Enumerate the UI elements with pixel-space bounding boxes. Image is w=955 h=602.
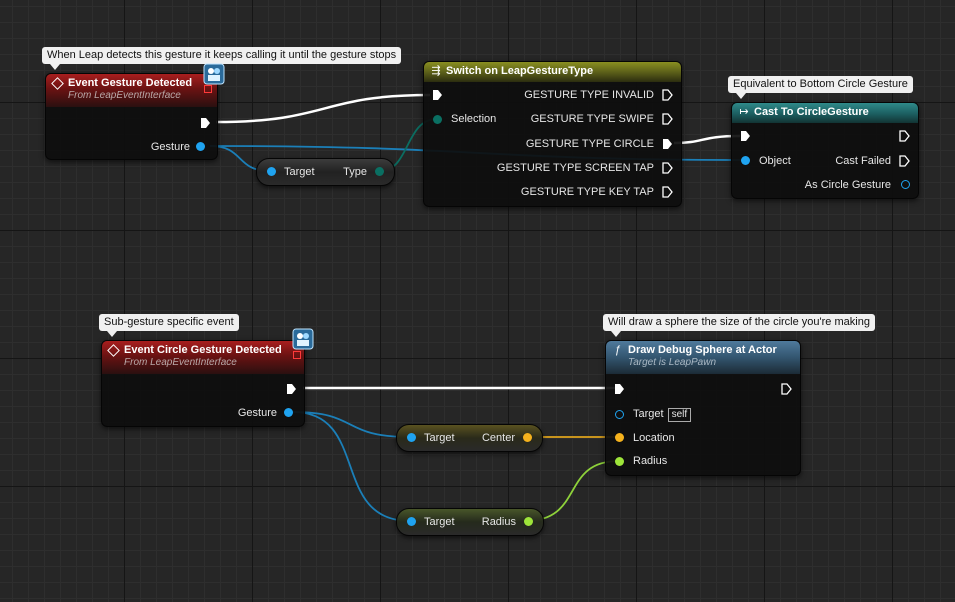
leap-interface-icon (203, 63, 225, 85)
node-subtitle: From LeapEventInterface (124, 357, 237, 368)
exec-out-pin[interactable] (662, 162, 673, 174)
exec-out-pin[interactable] (662, 89, 673, 101)
output-swipe-label: GESTURE TYPE SWIPE (530, 113, 654, 125)
node-subtitle: Target is LeapPawn (628, 357, 717, 368)
cast-arrow-icon: ↦ (739, 106, 749, 118)
exec-out-pin[interactable] (899, 155, 910, 167)
as-circle-gesture-pin-label: As Circle Gesture (804, 179, 891, 191)
target-in-pin[interactable] (407, 433, 416, 442)
object-in-pin[interactable] (741, 156, 750, 165)
target-pin-label: Target (284, 166, 315, 178)
exec-in-pin[interactable] (614, 383, 625, 395)
exec-out-pin[interactable] (200, 117, 211, 129)
node-header: ↦ Cast To CircleGesture (732, 103, 918, 123)
radius-in-pin[interactable] (615, 457, 624, 466)
node-title: Event Circle Gesture Detected (124, 344, 282, 356)
exec-out-pin[interactable] (662, 186, 673, 198)
node-header: ⇶ Switch on LeapGestureType (424, 62, 681, 82)
get-center-node[interactable]: Target Center (396, 424, 543, 452)
object-wire (292, 411, 411, 438)
selection-in-pin[interactable] (433, 115, 442, 124)
exec-in-pin[interactable] (740, 130, 751, 142)
exec-out-pin[interactable] (286, 383, 297, 395)
event-circle-gesture-detected-node[interactable]: Event Circle Gesture Detected From LeapE… (101, 340, 305, 427)
node-title: Event Gesture Detected (68, 77, 193, 89)
location-pin-label: Location (633, 432, 675, 444)
gesture-out-pin[interactable] (196, 142, 205, 151)
replication-icon (293, 351, 301, 359)
radius-pin-label: Radius (633, 455, 668, 467)
node-title: Cast To CircleGesture (754, 106, 869, 118)
get-type-node[interactable]: Target Type (256, 158, 395, 186)
node-subtitle: From LeapEventInterface (68, 90, 181, 101)
target-in-pin[interactable] (407, 517, 416, 526)
output-circle-label: GESTURE TYPE CIRCLE (525, 138, 654, 150)
target-in-pin[interactable] (267, 167, 276, 176)
function-icon: ƒ (614, 344, 622, 356)
cast-to-circle-gesture-node[interactable]: ↦ Cast To CircleGesture Object Cast Fail… (731, 102, 919, 199)
node-header: ƒ Draw Debug Sphere at Actor Target is L… (606, 341, 800, 374)
comment-draw-sphere: Will draw a sphere the size of the circl… (603, 314, 875, 337)
switch-icon: ⇶ (431, 65, 441, 77)
gesture-pin-label: Gesture (150, 141, 190, 153)
event-diamond-icon (107, 344, 120, 357)
exec-out-pin[interactable] (781, 383, 792, 395)
comment-text: Equivalent to Bottom Circle Gesture (733, 78, 908, 90)
type-out-pin[interactable] (375, 167, 384, 176)
location-in-pin[interactable] (615, 433, 624, 442)
selection-pin-label: Selection (451, 113, 497, 125)
target-pin-label: Target (424, 516, 455, 528)
exec-out-pin[interactable] (662, 138, 673, 150)
object-wire (292, 411, 411, 522)
replication-icon (204, 85, 212, 93)
exec-out-pin[interactable] (662, 113, 673, 125)
switch-node[interactable]: ⇶ Switch on LeapGestureType Selection GE… (423, 61, 682, 207)
gesture-out-pin[interactable] (284, 408, 293, 417)
comment-text: When Leap detects this gesture it keeps … (47, 49, 397, 61)
target-pin-label: Target (424, 432, 455, 444)
comment-cast: Equivalent to Bottom Circle Gesture (728, 76, 913, 99)
draw-debug-sphere-node[interactable]: ƒ Draw Debug Sphere at Actor Target is L… (605, 340, 801, 476)
radius-out-pin[interactable] (524, 517, 533, 526)
exec-in-pin[interactable] (432, 89, 443, 101)
get-radius-node[interactable]: Target Radius (396, 508, 544, 536)
leap-interface-icon (292, 328, 314, 350)
exec-out-pin[interactable] (899, 130, 910, 142)
comment-text: Will draw a sphere the size of the circl… (608, 316, 870, 328)
node-title: Switch on LeapGestureType (446, 65, 594, 77)
exec-wire (215, 93, 431, 124)
event-diamond-icon (51, 77, 64, 90)
as-circle-gesture-out-pin[interactable] (901, 180, 910, 189)
node-title: Draw Debug Sphere at Actor (628, 344, 777, 356)
node-header: Event Gesture Detected From LeapEventInt… (46, 74, 217, 107)
event-gesture-detected-node[interactable]: Event Gesture Detected From LeapEventInt… (45, 73, 218, 160)
center-pin-label: Center (481, 432, 515, 444)
object-pin-label: Object (759, 155, 791, 167)
gesture-pin-label: Gesture (237, 407, 277, 419)
output-screen-tap-label: GESTURE TYPE SCREEN TAP (496, 162, 654, 174)
output-key-tap-label: GESTURE TYPE KEY TAP (520, 186, 654, 198)
cast-failed-pin-label: Cast Failed (835, 155, 891, 167)
target-pin-label: Target (633, 408, 664, 420)
node-header: Event Circle Gesture Detected From LeapE… (102, 341, 304, 374)
target-default-value[interactable]: self (667, 408, 692, 422)
target-in-pin[interactable] (615, 410, 624, 419)
radius-pin-label: Radius (481, 516, 516, 528)
comment-text: Sub-gesture specific event (104, 316, 234, 328)
type-pin-label: Type (343, 166, 367, 178)
output-invalid-label: GESTURE TYPE INVALID (524, 89, 654, 101)
comment-sub-gesture: Sub-gesture specific event (99, 314, 239, 337)
comment-gesture-event: When Leap detects this gesture it keeps … (42, 47, 402, 70)
center-out-pin[interactable] (523, 433, 532, 442)
